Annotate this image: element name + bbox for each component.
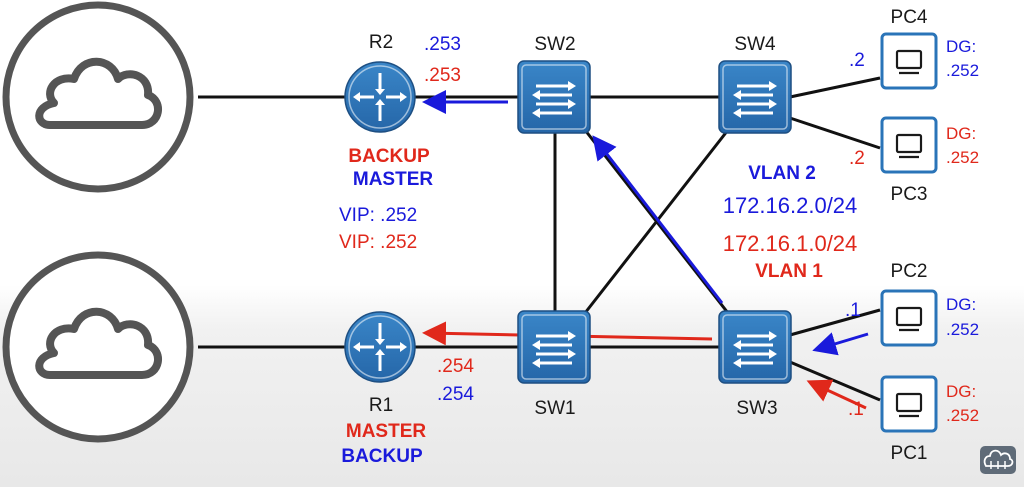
vlan1-subnet: 172.16.1.0/24	[723, 231, 858, 256]
pc-pc4[interactable]	[880, 32, 938, 90]
r2-ip-vlan1: .253	[424, 65, 461, 86]
pc4-dg: .252	[946, 61, 979, 80]
sw3-name: SW3	[736, 398, 777, 419]
pc2-name: PC2	[891, 261, 928, 282]
r1-role-vlan2: BACKUP	[341, 446, 423, 467]
links	[198, 76, 881, 402]
sw2-name: SW2	[534, 34, 575, 55]
pc3-name: PC3	[891, 184, 928, 205]
vlan1-traffic-arrows	[422, 321, 867, 410]
sw4-name: SW4	[734, 34, 776, 55]
pc1-dg: .252	[946, 406, 979, 425]
arrow-pc1-to-sw3	[806, 379, 867, 410]
pc4-name: PC4	[891, 7, 928, 28]
pc1-name: PC1	[891, 443, 928, 464]
pc3-dg: .252	[946, 148, 979, 167]
pc-pc1[interactable]	[880, 375, 938, 433]
pc-pc3[interactable]	[880, 116, 938, 174]
r2-vip-vlan2: VIP: .252	[339, 205, 417, 226]
r2-vip-vlan1: VIP: .252	[339, 232, 417, 253]
switch-sw1[interactable]	[516, 309, 592, 385]
vlan2-name: VLAN 2	[748, 163, 816, 184]
r1-role-vlan1: MASTER	[346, 421, 427, 442]
vlan1-name: VLAN 1	[755, 261, 823, 282]
r1-name: R1	[369, 395, 393, 416]
pc4-dg-label: DG:	[946, 37, 976, 56]
router-r1[interactable]	[343, 310, 417, 384]
network-logo-icon	[980, 446, 1016, 474]
link-sw4-pc4	[789, 76, 881, 99]
link-sw4-pc3	[789, 116, 881, 150]
pc-pc2[interactable]	[880, 289, 938, 347]
arrow-pc2-to-sw3	[812, 332, 869, 356]
switch-sw4[interactable]	[717, 59, 793, 135]
arrow-sw3-to-sw2	[592, 135, 724, 304]
switch-sw2[interactable]	[516, 59, 592, 135]
pc1-dg-label: DG:	[946, 382, 976, 401]
pc1-ip: .1	[848, 399, 864, 420]
r2-role-vlan2: MASTER	[353, 169, 434, 190]
pc4-ip: .2	[849, 50, 865, 71]
pc2-dg-label: DG:	[946, 295, 976, 314]
router-r2[interactable]	[343, 60, 417, 134]
r2-role-vlan1: BACKUP	[348, 146, 430, 167]
cloud-bottom	[2, 251, 194, 443]
pc2-ip: .1	[845, 300, 861, 321]
r2-name: R2	[369, 32, 393, 53]
link-sw3-pc2	[789, 308, 881, 337]
link-sw3-pc1	[789, 360, 881, 402]
switch-sw3[interactable]	[717, 309, 793, 385]
sw1-name: SW1	[534, 398, 575, 419]
pc3-dg-label: DG:	[946, 124, 976, 143]
pc3-ip: .2	[849, 148, 865, 169]
vlan2-subnet: 172.16.2.0/24	[723, 193, 858, 218]
link-sw1-sw4	[583, 129, 730, 314]
cloud-top	[2, 1, 194, 193]
pc2-dg: .252	[946, 320, 979, 339]
r1-ip-vlan1: .254	[437, 356, 474, 377]
vlan2-traffic-arrows	[422, 90, 869, 356]
r1-ip-vlan2: .254	[437, 384, 474, 405]
r2-ip-vlan2: .253	[424, 34, 461, 55]
